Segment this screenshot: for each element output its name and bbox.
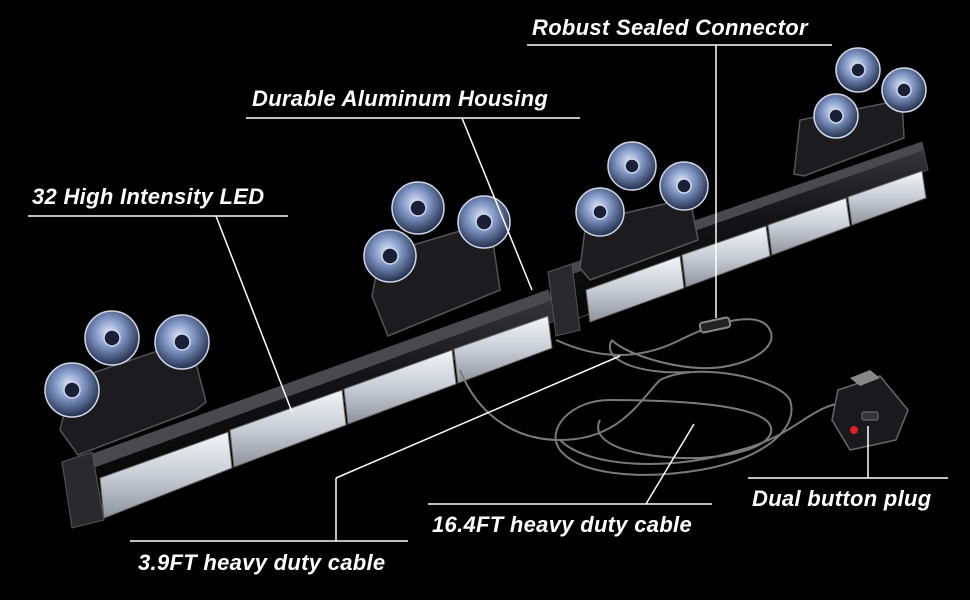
suction-cup-icon [659,161,709,211]
suction-cup-icon [607,141,657,191]
label-durable-aluminum-housing: Durable Aluminum Housing [252,86,549,111]
plug-indicator-icon [850,426,858,434]
dual-button-plug [831,370,909,451]
label-robust-sealed-connector: Robust Sealed Connector [532,15,808,40]
mounting-brackets [59,99,905,456]
label-high-intensity-led: 32 High Intensity LED [32,184,265,209]
suction-cup-icon [813,93,859,139]
suction-cup-icon [391,181,445,235]
led-lens-left-1 [99,431,233,519]
left-light-bar [61,289,559,529]
led-lens-right-2 [681,225,771,288]
suction-cup-icon [363,229,417,283]
led-lens-right-4 [847,170,927,226]
suction-cup-icon [154,314,210,370]
label-short-cable: 3.9FT heavy duty cable [138,550,386,575]
suction-cup-icon [575,187,625,237]
suction-cup-icon [84,310,140,366]
label-long-cable: 16.4FT heavy duty cable [432,512,693,537]
led-lens-right-3 [767,197,851,256]
led-lens-left-4 [453,315,553,384]
suction-cups [44,47,927,418]
suction-cup-icon [835,47,881,93]
suction-cup-icon [881,67,927,113]
cables [459,316,871,476]
label-dual-button-plug: Dual button plug [752,486,932,511]
led-lens-left-2 [229,389,347,468]
suction-cup-icon [44,362,100,418]
suction-cup-icon [457,195,511,249]
led-lens-left-3 [343,349,457,425]
callout-lines [28,44,948,542]
led-lens-right-1 [585,255,685,323]
